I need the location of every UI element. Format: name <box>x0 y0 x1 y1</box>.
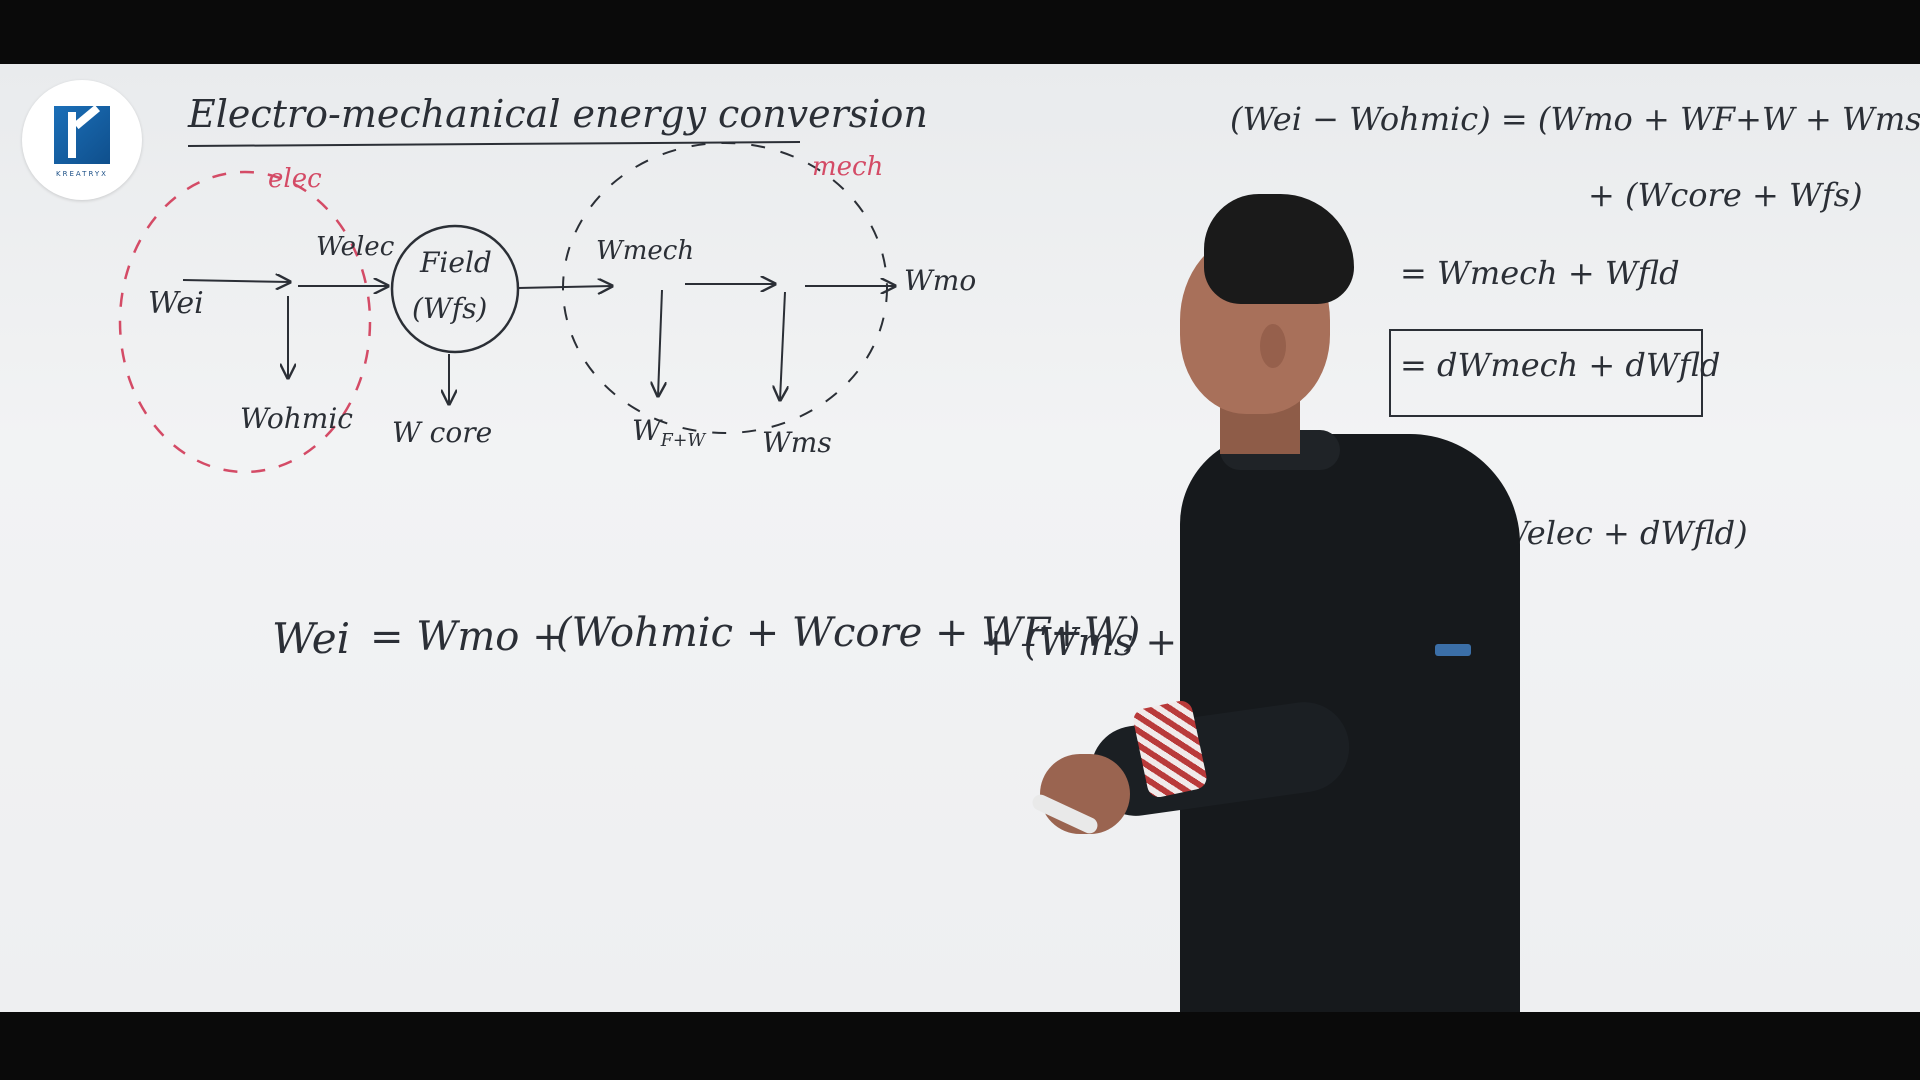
label-wmech: Wmech <box>596 236 695 266</box>
main-equation-term1: = Wmo + <box>370 614 566 660</box>
presenter <box>1029 194 1530 1012</box>
kreatryx-logo: KREATRYX <box>22 80 142 200</box>
video-letterbox-bottom <box>0 1012 1920 1080</box>
whiteboard: KREATRYX Electro-mechanical energy conve… <box>0 64 1920 1012</box>
label-wfs: (Wfs) <box>412 292 488 325</box>
energy-flow-diagram <box>118 141 1703 474</box>
label-wohmic: Wohmic <box>240 402 353 435</box>
label-field: Field <box>420 246 492 279</box>
presenter-ear <box>1260 324 1286 368</box>
label-welec: Welec <box>316 232 395 262</box>
k-logo-icon <box>54 106 110 164</box>
boxed-equation-border <box>1389 329 1703 417</box>
title-underline <box>187 141 801 147</box>
label-wms: Wms <box>762 426 832 459</box>
right-equation-2: + (Wcore + Wfs) <box>1588 176 1863 214</box>
mech-region-boundary <box>562 142 888 434</box>
field-circle <box>390 224 520 354</box>
label-mech: mech <box>812 152 884 182</box>
label-wftw: WF+W <box>632 414 706 452</box>
arrow-field-out <box>517 286 612 288</box>
video-letterbox-top <box>0 0 1920 64</box>
main-equation-term2: (Wohmic + Wcore + WF+W) <box>556 610 1141 656</box>
right-equation-3: = Wmech + Wfld <box>1400 254 1680 292</box>
main-equation-lhs: Wei <box>272 614 351 663</box>
board-title: Electro-mechanical energy conversion <box>188 92 928 136</box>
presenter-hair <box>1204 194 1354 304</box>
elec-region-boundary <box>118 170 372 474</box>
arrow-wei-in <box>182 280 290 282</box>
label-wcore: W core <box>392 416 493 449</box>
arrow-wftw <box>658 289 662 396</box>
logo-text: KREATRYX <box>56 170 108 178</box>
right-equation-4-boxed: = dWmech + dWfld <box>1400 346 1721 384</box>
right-equation-5: dWelec + dWfld) <box>1476 514 1748 552</box>
label-elec: elec <box>268 164 322 194</box>
label-wmo: Wmo <box>904 264 977 297</box>
arrow-wms <box>780 291 785 400</box>
right-equation-1: (Wei − Wohmic) = (Wmo + WF+W + Wms) <box>1230 100 1920 138</box>
label-wei: Wei <box>148 286 204 321</box>
shirt-logo-patch <box>1435 644 1471 656</box>
